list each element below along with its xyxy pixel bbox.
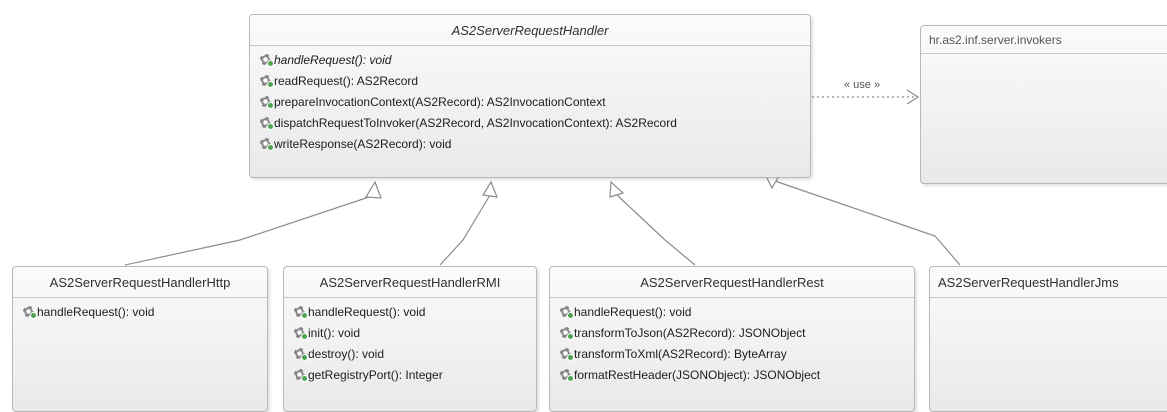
class-box-jms[interactable]: AS2ServerRequestHandlerJms: [929, 266, 1167, 412]
method-signature: init(): void: [308, 326, 361, 340]
class-name-base: AS2ServerRequestHandler: [250, 15, 810, 46]
method-list-http: handleRequest(): void: [13, 298, 267, 323]
method-row[interactable]: writeResponse(AS2Record): void: [260, 134, 810, 155]
dependency-stereotype-label: « use »: [844, 79, 881, 91]
method-signature: transformToJson(AS2Record): JSONObject: [574, 326, 806, 340]
method-signature: prepareInvocationContext(AS2Record): AS2…: [274, 95, 606, 109]
method-row[interactable]: transformToXml(AS2Record): ByteArray: [560, 344, 914, 365]
method-row[interactable]: handleRequest(): void: [294, 302, 536, 323]
method-list-rmi: handleRequest(): void init(): void destroy…: [284, 298, 536, 386]
inheritance-line-rmi: [439, 194, 491, 266]
method-signature: transformToXml(AS2Record): ByteArray: [574, 347, 787, 361]
method-row[interactable]: readRequest(): AS2Record: [260, 71, 810, 92]
class-name-jms: AS2ServerRequestHandlerJms: [930, 267, 1167, 298]
method-signature: handleRequest(): void: [37, 305, 155, 319]
connectors-layer: [124, 89, 961, 266]
method-gear-icon: [560, 327, 574, 340]
inheritance-line-jms: [771, 179, 961, 266]
method-gear-icon: [260, 96, 274, 109]
method-gear-icon: [260, 138, 274, 151]
method-gear-icon: [260, 75, 274, 88]
method-gear-icon: [260, 117, 274, 130]
method-signature: dispatchRequestToInvoker(AS2Record, AS2I…: [274, 116, 677, 130]
method-signature: destroy(): void: [308, 347, 385, 361]
class-name-http: AS2ServerRequestHandlerHttp: [13, 267, 267, 298]
generalization-arrowhead: [482, 180, 498, 198]
class-name-rmi: AS2ServerRequestHandlerRMI: [284, 267, 536, 298]
method-gear-icon: [23, 306, 37, 319]
method-row[interactable]: init(): void: [294, 323, 536, 344]
method-signature: handleRequest(): void: [274, 53, 392, 67]
method-row[interactable]: destroy(): void: [294, 344, 536, 365]
package-name: hr.as2.inf.server.invokers: [921, 26, 1167, 54]
method-row[interactable]: handleRequest(): void: [260, 50, 810, 71]
method-gear-icon: [294, 369, 308, 382]
method-signature: handleRequest(): void: [574, 305, 692, 319]
method-row[interactable]: getRegistryPort(): Integer: [294, 365, 536, 386]
method-gear-icon: [560, 369, 574, 382]
method-list-rest: handleRequest(): void transformToJson(AS2…: [550, 298, 914, 386]
method-row[interactable]: transformToJson(AS2Record): JSONObject: [560, 323, 914, 344]
generalization-arrowhead: [364, 180, 382, 199]
inheritance-line-rest: [616, 194, 696, 266]
method-signature: writeResponse(AS2Record): void: [274, 137, 452, 151]
method-gear-icon: [260, 54, 274, 67]
method-signature: formatRestHeader(JSONObject): JSONObject: [574, 368, 821, 382]
method-row[interactable]: handleRequest(): void: [560, 302, 914, 323]
method-gear-icon: [560, 348, 574, 361]
method-list-jms: [930, 298, 1167, 302]
inheritance-line-http: [124, 194, 376, 266]
class-box-rmi[interactable]: AS2ServerRequestHandlerRMI handleRequest…: [283, 266, 537, 412]
method-signature: getRegistryPort(): Integer: [308, 368, 443, 382]
generalization-arrowhead: [609, 180, 625, 198]
class-name-rest: AS2ServerRequestHandlerRest: [550, 267, 914, 298]
method-list-base: handleRequest(): void readRequest(): AS2R…: [250, 46, 810, 155]
method-signature: handleRequest(): void: [308, 305, 426, 319]
method-gear-icon: [294, 306, 308, 319]
method-row[interactable]: dispatchRequestToInvoker(AS2Record, AS2I…: [260, 113, 810, 134]
method-gear-icon: [294, 327, 308, 340]
class-box-rest[interactable]: AS2ServerRequestHandlerRest handleReques…: [549, 266, 915, 412]
dependency-arrowhead: [906, 89, 920, 105]
uml-class-diagram: « use » AS2ServerRequestHandler handleRe…: [12, 14, 1167, 412]
method-signature: readRequest(): AS2Record: [274, 74, 419, 88]
package-box-invokers[interactable]: hr.as2.inf.server.invokers: [920, 25, 1167, 184]
method-row[interactable]: prepareInvocationContext(AS2Record): AS2…: [260, 92, 810, 113]
method-row[interactable]: formatRestHeader(JSONObject): JSONObject: [560, 365, 914, 386]
class-box-http[interactable]: AS2ServerRequestHandlerHttp handleReques…: [12, 266, 268, 412]
method-gear-icon: [294, 348, 308, 361]
method-gear-icon: [560, 306, 574, 319]
method-row[interactable]: handleRequest(): void: [23, 302, 267, 323]
class-box-base[interactable]: AS2ServerRequestHandler handleRequest():…: [249, 14, 811, 178]
